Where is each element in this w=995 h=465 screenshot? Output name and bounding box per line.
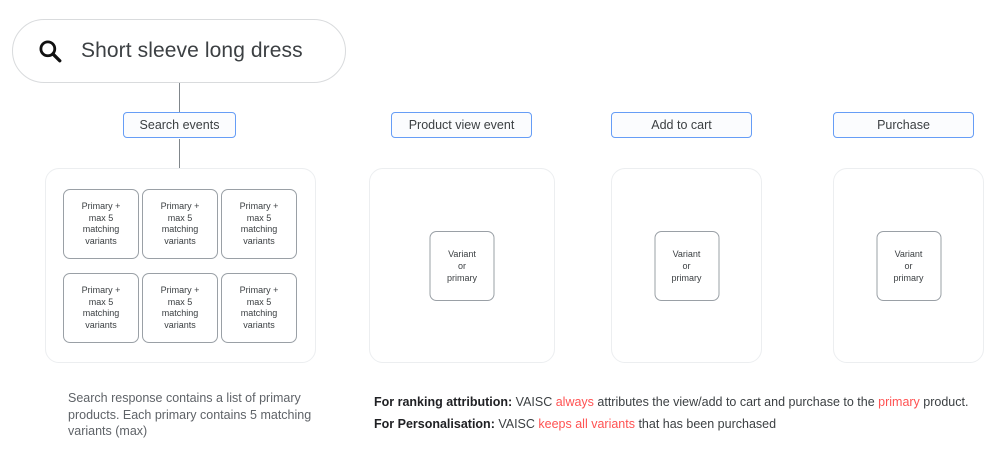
note-text: that has been purchased [634,417,777,431]
note-body: VAISC always attributes the view/add to … [512,395,969,409]
note-personalisation: For Personalisation: VAISC keeps all var… [374,413,986,435]
stage-chip-purchase[interactable]: Purchase [833,112,974,138]
note-ranking-attribution: For ranking attribution: VAISC always at… [374,391,986,413]
note-text: VAISC [512,395,556,409]
highlighted-term: primary [878,395,920,409]
note-body: VAISC keeps all variants that has been p… [495,417,776,431]
search-icon [39,40,62,63]
search-response-caption: Search response contains a list of prima… [68,391,312,438]
stage-chip-product-view-event[interactable]: Product view event [391,112,532,138]
search-query-text: Short sleeve long dress [81,39,303,62]
note-text: attributes the view/add to cart and purc… [593,395,879,409]
attribution-notes: For ranking attribution: VAISC always at… [374,391,986,435]
highlighted-term: always [555,395,594,409]
search-box[interactable]: Short sleeve long dress [12,19,346,83]
stage-chip-add-to-cart[interactable]: Add to cart [611,112,752,138]
note-label: For Personalisation: [374,417,495,431]
connector-line-bottom [179,139,180,169]
connector-line-top [179,83,180,112]
note-text: VAISC [494,417,539,431]
note-label: For ranking attribution: [374,395,513,409]
stage-chip-search-events[interactable]: Search events [123,112,236,138]
note-text: product. [919,395,969,409]
highlighted-term: keeps all variants [538,417,635,431]
